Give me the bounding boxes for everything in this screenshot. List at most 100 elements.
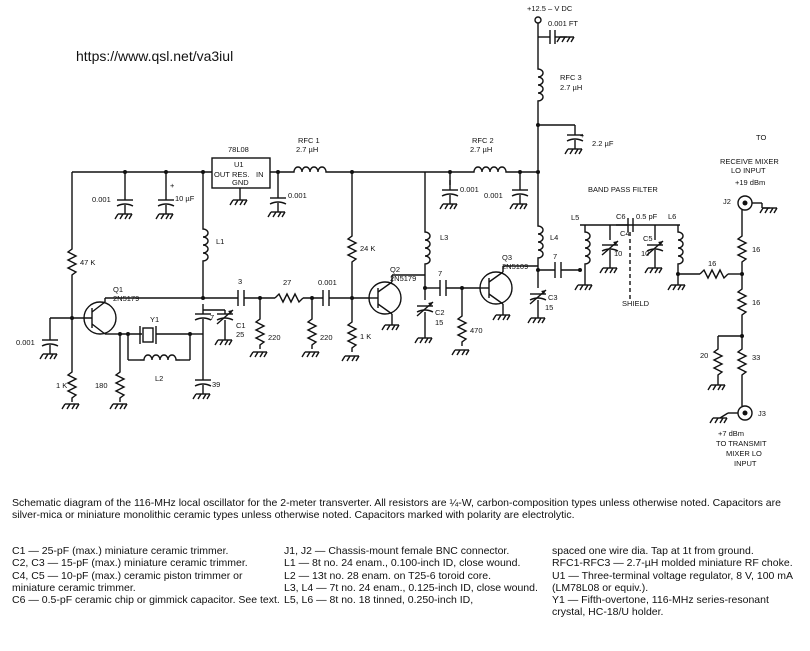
parts-item: C4, C5 — 10-pF (max.) ceramic piston tri…	[12, 569, 243, 594]
cap-7a-label: 7	[210, 313, 214, 322]
to-tx-2: MIXER LO	[726, 449, 762, 458]
j2-label: J2	[723, 197, 731, 206]
j3-label: J3	[758, 409, 766, 418]
l6-label: L6	[668, 212, 676, 221]
parts-item: RFC1-RFC3 — 2.7-µH molded miniature RF c…	[552, 557, 793, 570]
l1-label: L1	[216, 237, 224, 246]
parts-list-col2: J1, J2 — Chassis-mount female BNC connec…	[284, 545, 554, 606]
parts-list-col1: C1 — 25-pF (max.) miniature ceramic trim…	[12, 545, 280, 606]
l3-label: L3	[440, 233, 448, 242]
regulator-section: 78L08 U1 OUT RES. IN GND RFC 1 2.7 µH RF…	[72, 136, 540, 220]
y1-label: Y1	[150, 315, 159, 324]
r-16b-label: 16	[752, 298, 760, 307]
to-tx-3: INPUT	[734, 459, 757, 468]
r-27-label: 27	[283, 278, 291, 287]
parts-item: L2 — 13t no. 28 enam. on T25-6 toroid co…	[284, 569, 492, 582]
cap-10uF-label: 10 µF	[175, 194, 195, 203]
c6-value: 0.5 pF	[636, 212, 658, 221]
r-20-label: 20	[700, 351, 708, 360]
rfc1-value: 2.7 µH	[296, 145, 318, 154]
c2-value: 15	[435, 318, 443, 327]
u1-out-label: OUT	[214, 170, 230, 179]
r-1k-a-label: 1 K	[56, 381, 67, 390]
y1-crystal	[142, 327, 154, 343]
r-16c-label: 16	[708, 259, 716, 268]
parts-item: Y1 — Fifth-overtone, 116-MHz series-reso…	[552, 594, 769, 619]
parts-item: C6 — 0.5-pF ceramic chip or gimmick capa…	[12, 594, 280, 607]
cap-10uF-plus: +	[170, 181, 175, 190]
r-1k-b-label: 1 K	[360, 332, 371, 341]
to-rx-1: TO	[756, 133, 766, 142]
shield-label: SHIELD	[622, 299, 650, 308]
parts-list-col3: spaced one wire dia. Tap at 1t from grou…	[552, 545, 802, 619]
c3-value: 15	[545, 303, 553, 312]
to-tx-1: TO TRANSMIT	[716, 439, 767, 448]
rfc1-label: RFC 1	[298, 136, 320, 145]
rfc3-label: RFC 3	[560, 73, 582, 82]
c-2uF-plus: +	[580, 131, 585, 140]
q2-label: Q2	[390, 265, 400, 274]
buffer-stage: 3 27 0.001 220 220 24 K 1 K Q2	[203, 170, 483, 362]
u1-part-label: 78L08	[228, 145, 249, 154]
cap-0-001-c: 0.001	[460, 185, 479, 194]
c1-label: C1	[236, 321, 246, 330]
cap-7b-label: 7	[438, 269, 442, 278]
feedthrough-cap-label: 0.001 FT	[548, 19, 578, 28]
parts-item: L1 — 8t no. 24 enam., 0.100-inch ID, clo…	[284, 557, 521, 570]
q2-part-label: 2N5179	[390, 274, 416, 283]
figure-caption: Schematic diagram of the 116-MHz local o…	[12, 497, 781, 521]
cap-2-2uF-label: 2.2 µF	[592, 139, 614, 148]
u1-res-label: RES.	[232, 170, 250, 179]
l2-label: L2	[155, 374, 163, 383]
cap-0-001-f: 0.001	[16, 338, 35, 347]
to-rx-2: RECEIVE MIXER	[720, 157, 779, 166]
r-33-label: 33	[752, 353, 760, 362]
parts-item: spaced one wire dia. Tap at 1t from grou…	[552, 545, 754, 557]
cap-39-label: 39	[212, 380, 220, 389]
bpf-label: BAND PASS FILTER	[588, 185, 658, 194]
parts-item: L3, L4 — 7t no. 24 enam., 0.125-inch ID,…	[284, 581, 538, 594]
oscillator-stage: 47 K Q1 2N5179 0.001 1 K 180 Y1	[16, 170, 246, 410]
r-16a-label: 16	[752, 245, 760, 254]
r-220a-label: 220	[268, 333, 281, 342]
amplifier-stage: Q3 2N5109 L4 C3 15 7	[479, 172, 580, 324]
u1-gnd-label: GND	[232, 178, 249, 187]
u1-in-label: IN	[256, 170, 264, 179]
r-47k-label: 47 K	[80, 258, 95, 267]
c4-label: C4	[620, 229, 630, 238]
c5-value: 10	[641, 249, 649, 258]
band-pass-filter: BAND PASS FILTER L5 C4 10 C6 0.5 pF SHIE…	[571, 185, 700, 308]
rfc2-label: RFC 2	[472, 136, 494, 145]
cap-7c-label: 7	[553, 252, 557, 261]
to-rx-4: +19 dBm	[735, 178, 765, 187]
parts-item: C1 — 25-pF (max.) miniature ceramic trim…	[12, 545, 229, 557]
u1-label: U1	[234, 160, 244, 169]
q3-label: Q3	[502, 253, 512, 262]
cap-0-001-d: 0.001	[484, 191, 503, 200]
supply-section: +12.5 – V DC 0.001 FT RFC 3 2.7 µH + 2.2…	[527, 4, 614, 170]
to-tx-0: +7 dBm	[718, 429, 744, 438]
c6-label: C6	[616, 212, 626, 221]
to-rx-3: LO INPUT	[731, 166, 766, 175]
schematic-diagram: +12.5 – V DC 0.001 FT RFC 3 2.7 µH + 2.2…	[16, 4, 779, 468]
l5-label: L5	[571, 213, 579, 222]
parts-item: C2, C3 — 15-pF (max.) miniature ceramic …	[12, 557, 248, 570]
r-470-label: 470	[470, 326, 483, 335]
r-180-label: 180	[95, 381, 108, 390]
c3-label: C3	[548, 293, 558, 302]
rfc3-value: 2.7 µH	[560, 83, 582, 92]
parts-item: J1, J2 — Chassis-mount female BNC connec…	[284, 545, 510, 557]
c5-label: C5	[643, 234, 653, 243]
c1-value: 25	[236, 330, 244, 339]
q2-symbol	[368, 281, 402, 315]
output-splitter: 16 TO RECEIVE MIXER LO INPUT +19 dBm J2 …	[699, 133, 779, 468]
source-url: https://www.qsl.net/va3iul	[76, 48, 234, 64]
r-24k-label: 24 K	[360, 244, 375, 253]
supply-label: +12.5 – V DC	[527, 4, 573, 13]
cap-0-001-a: 0.001	[92, 195, 111, 204]
c2-label: C2	[435, 308, 445, 317]
parts-item: L5, L6 — 8t no. 18 tinned, 0.250-inch ID…	[284, 594, 474, 607]
cap-3-label: 3	[238, 277, 242, 286]
rfc2-value: 2.7 µH	[470, 145, 492, 154]
parts-item: U1 — Three-terminal voltage regulator, 8…	[552, 569, 793, 594]
